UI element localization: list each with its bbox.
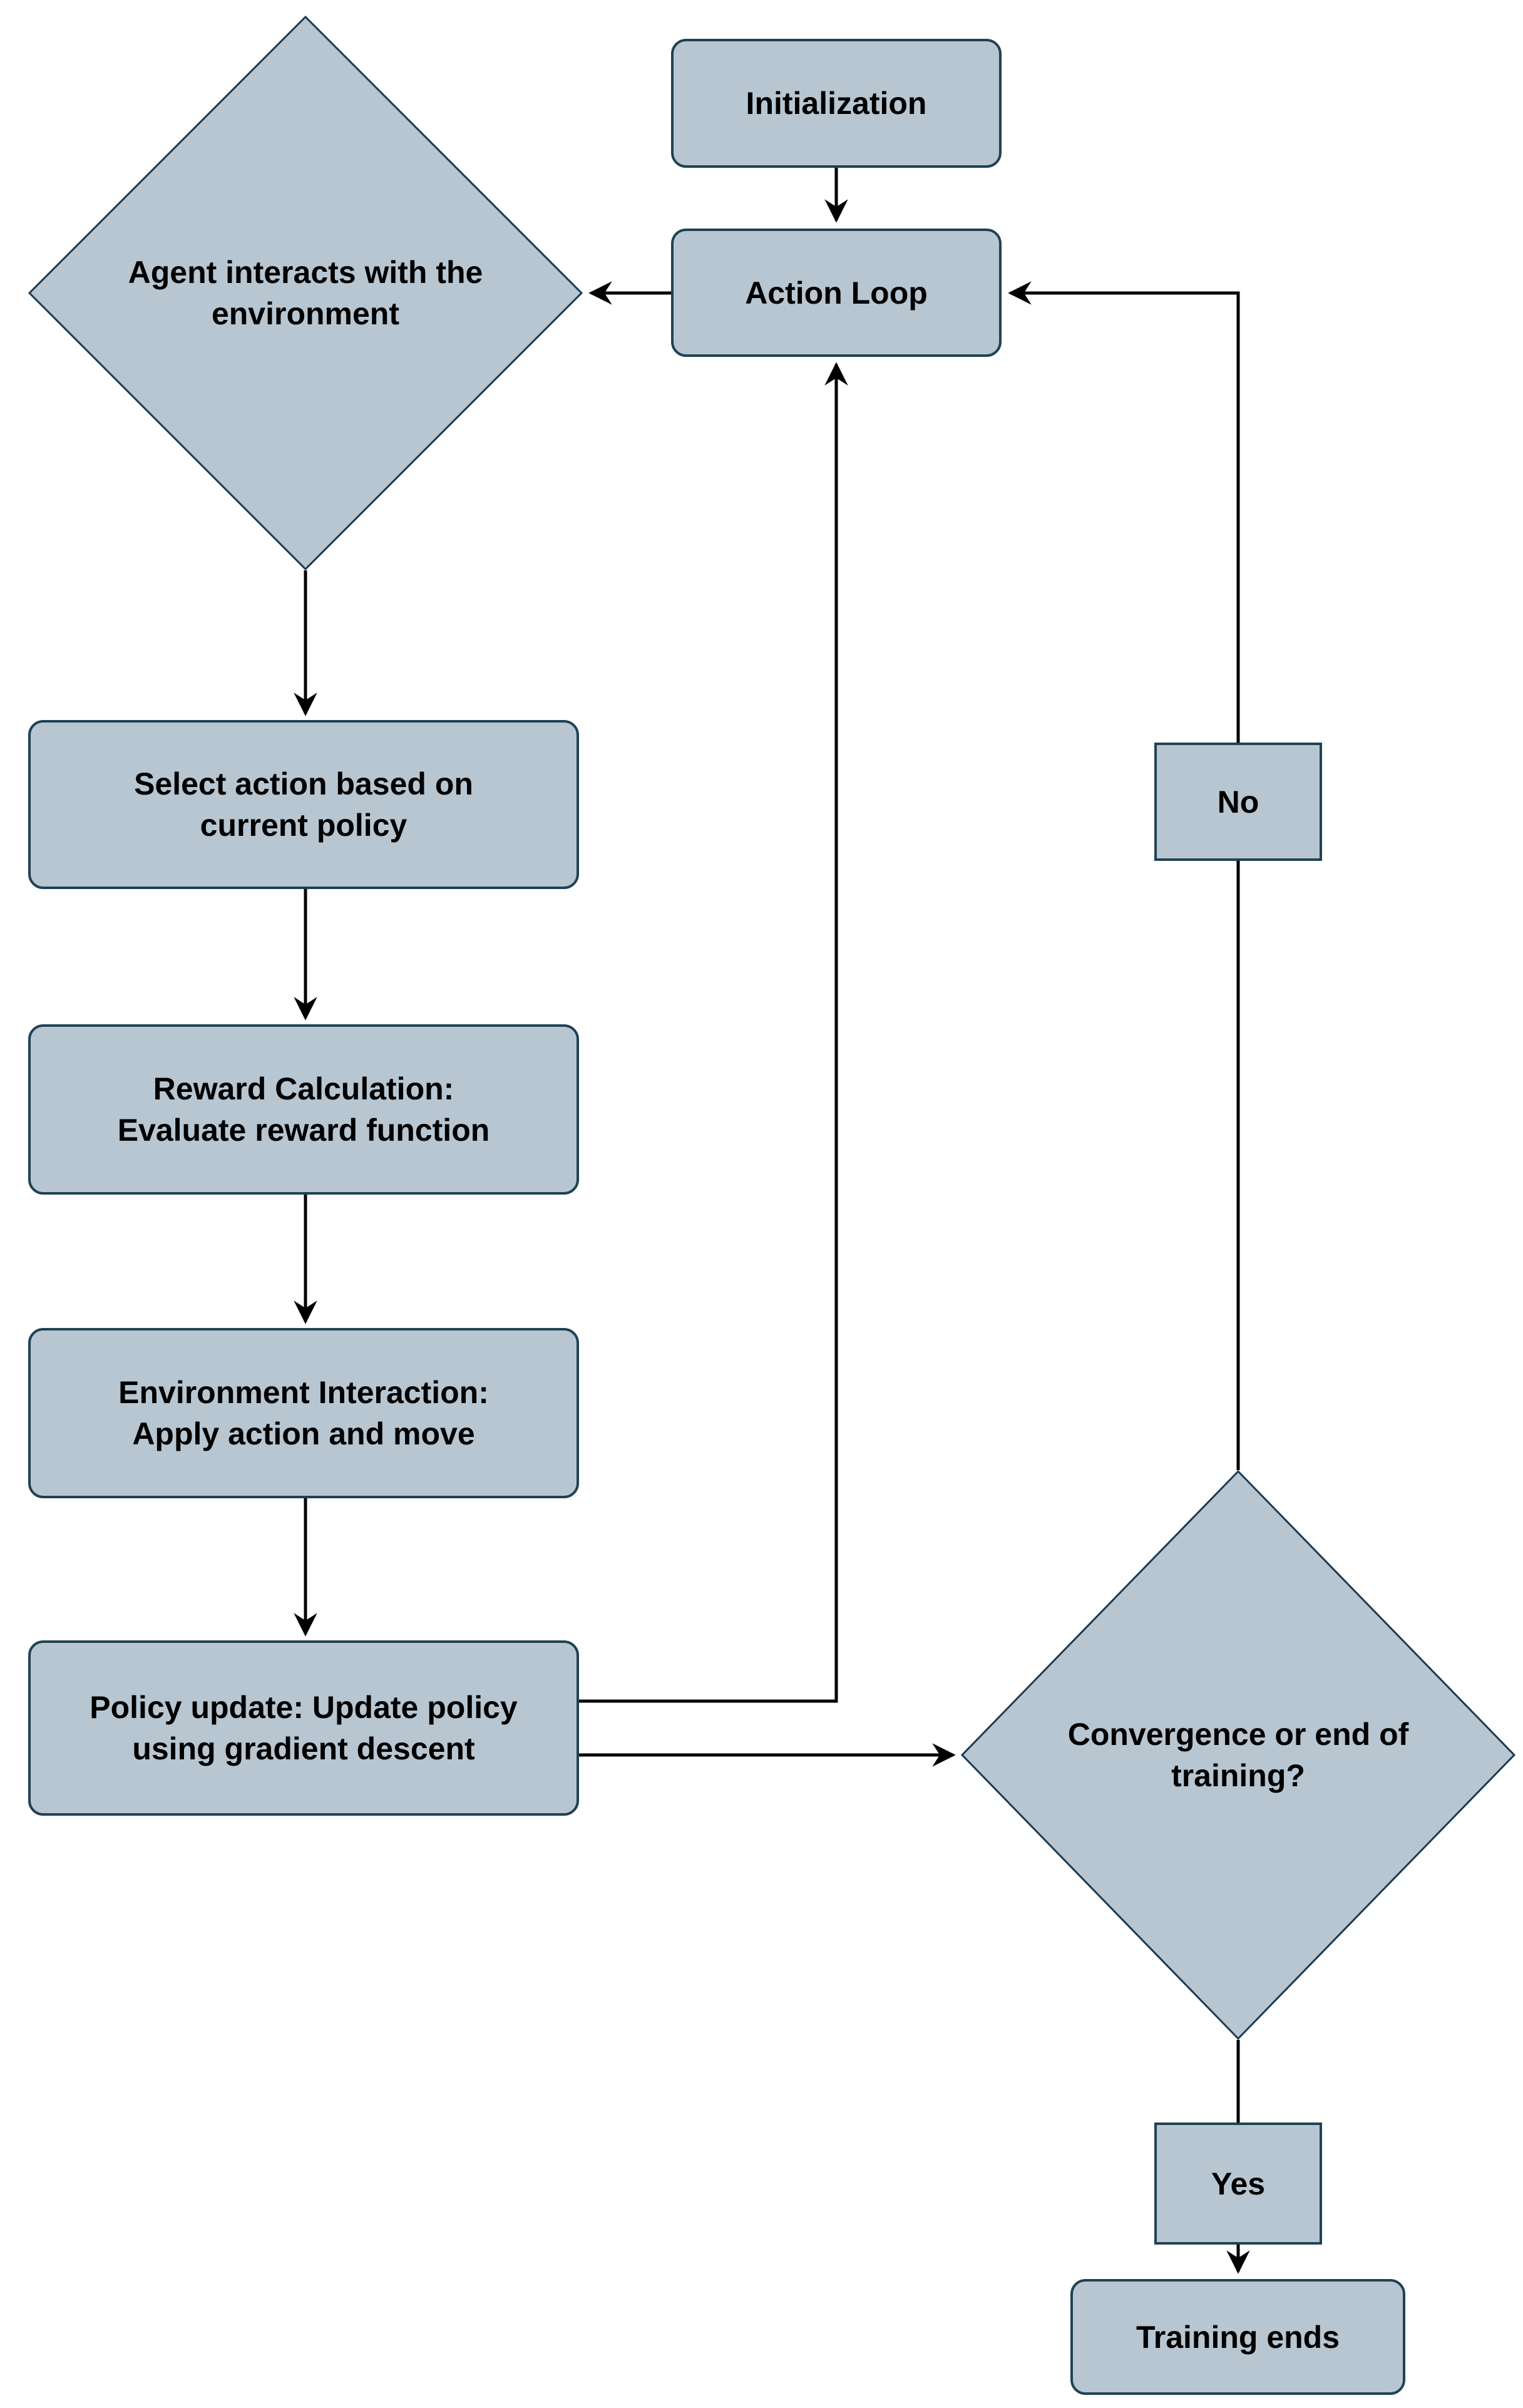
- initialization-node: Initialization: [671, 39, 1002, 168]
- reward-calculation-label: Reward Calculation: Evaluate reward func…: [117, 1071, 490, 1148]
- environment-interaction-node: Environment Interaction: Apply action an…: [28, 1328, 579, 1498]
- convergence-label: Convergence or end of training?: [1067, 1717, 1409, 1793]
- diamond-shape: [961, 1470, 1515, 2040]
- training-ends-label: Training ends: [1136, 2319, 1340, 2355]
- policy-update-node: Policy update: Update policy using gradi…: [28, 1640, 579, 1816]
- select-action-node: Select action based on current policy: [28, 720, 579, 889]
- reward-calculation-node: Reward Calculation: Evaluate reward func…: [28, 1024, 579, 1195]
- agent-environment-diamond: Agent interacts with the environment: [28, 16, 583, 570]
- action-loop-label: Action Loop: [745, 275, 928, 311]
- connector-policy-update-to-action-loop: [579, 362, 848, 1703]
- training-ends-node: Training ends: [1070, 2279, 1405, 2395]
- no-branch-label-box: No: [1154, 743, 1322, 861]
- policy-update-label: Policy update: Update policy using gradi…: [90, 1690, 518, 1766]
- convergence-diamond: Convergence or end of training?: [961, 1470, 1515, 2040]
- yes-branch-label: Yes: [1211, 2166, 1266, 2201]
- action-loop-node: Action Loop: [671, 229, 1002, 357]
- yes-branch-label-box: Yes: [1154, 2122, 1322, 2245]
- initialization-label: Initialization: [746, 86, 927, 121]
- agent-environment-label: Agent interacts with the environment: [128, 255, 483, 331]
- no-branch-label: No: [1217, 784, 1259, 820]
- diamond-shape: [28, 16, 583, 570]
- select-action-label: Select action based on current policy: [134, 766, 473, 843]
- connector-no-branch-to-action-loop: [1008, 281, 1240, 1470]
- environment-interaction-label: Environment Interaction: Apply action an…: [118, 1375, 489, 1451]
